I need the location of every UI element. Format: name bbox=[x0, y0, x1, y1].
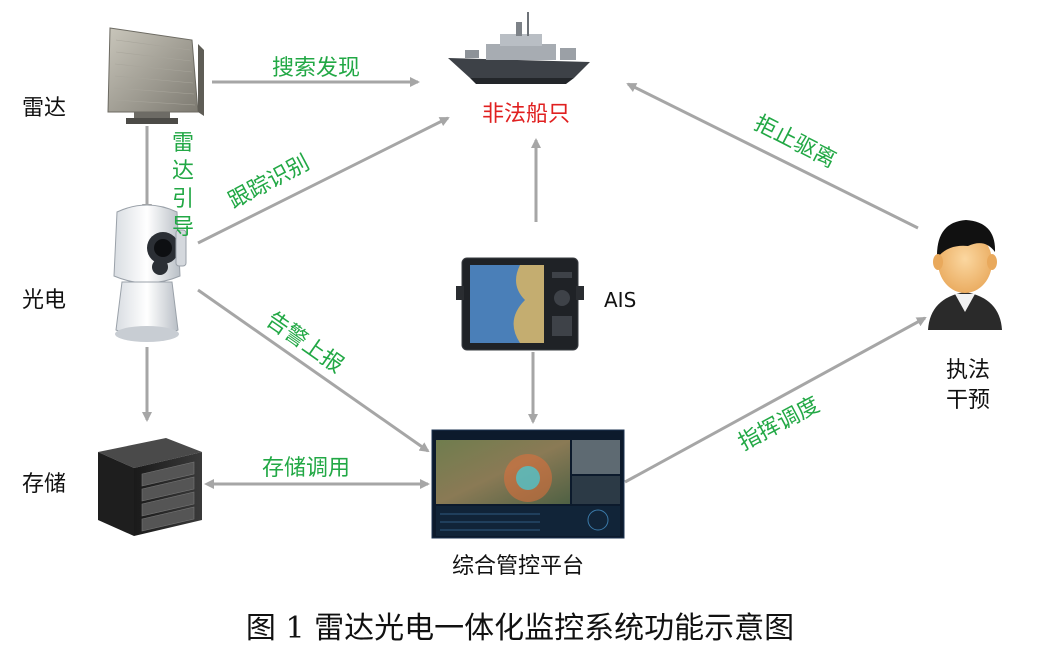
arrow-platform-to-officer bbox=[624, 316, 927, 484]
ship-label: 非法船只 bbox=[482, 102, 571, 127]
officer-icon bbox=[928, 220, 1002, 330]
arrow-officer-to-ship bbox=[626, 82, 919, 230]
storage-label: 存储 bbox=[22, 472, 67, 497]
radar-icon bbox=[107, 27, 204, 124]
radar-label: 雷达 bbox=[22, 96, 67, 121]
storage-server-icon bbox=[98, 438, 202, 536]
platform-screen-icon bbox=[431, 429, 625, 539]
arrow-eo-to-ship bbox=[197, 116, 450, 245]
platform-label: 综合管控平台 bbox=[452, 554, 585, 579]
figure-caption: 图 1 雷达光电一体化监控系统功能示意图 bbox=[245, 611, 795, 646]
edge-label-radar-guide: 雷达引导 bbox=[171, 131, 194, 240]
ais-device-icon bbox=[456, 257, 584, 351]
ais-label: AIS bbox=[604, 288, 637, 312]
edge-label-storage-call: 存储调用 bbox=[262, 456, 351, 481]
officer-label: 执法 干预 bbox=[946, 358, 991, 413]
arrow-eo-to-platform bbox=[197, 288, 430, 453]
ship-icon bbox=[448, 12, 590, 84]
electro-optical-camera-icon bbox=[113, 204, 187, 342]
arrows bbox=[142, 77, 927, 489]
diagram-graphics bbox=[98, 12, 1002, 539]
eo-label: 光电 bbox=[22, 288, 67, 313]
edge-label-search: 搜索发现 bbox=[272, 56, 361, 81]
